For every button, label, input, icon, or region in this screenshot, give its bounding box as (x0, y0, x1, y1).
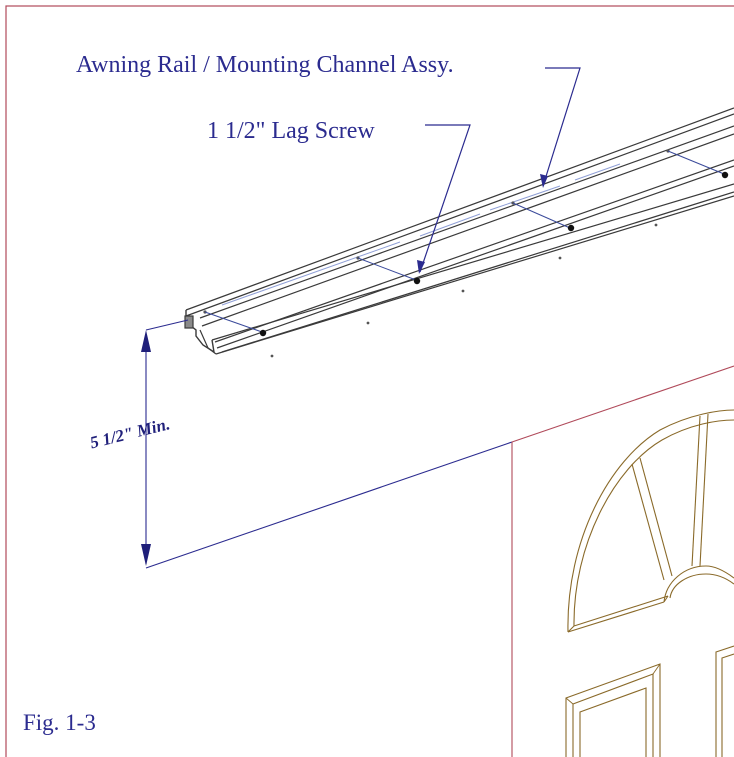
lag-screw-label: 1 1/2" Lag Screw (207, 118, 375, 144)
rail-holes (203, 149, 670, 358)
door-detail-lines (565, 663, 661, 705)
wall-outline (511, 365, 734, 757)
figure-caption: Fig. 1-3 (23, 710, 96, 735)
leader-lines (419, 67, 581, 273)
dimension-arrowheads (141, 330, 151, 566)
awning-rail-label: Awning Rail / Mounting Channel Assy. (76, 52, 454, 78)
drawing-frame (5, 5, 734, 757)
lag-screws (204, 150, 725, 333)
lag-screw-heads (259, 171, 729, 337)
dimension-5-1-2-min (145, 319, 513, 569)
awning-rail (184, 107, 734, 355)
leader-arrowheads (417, 174, 548, 274)
door-drawing (565, 409, 734, 757)
